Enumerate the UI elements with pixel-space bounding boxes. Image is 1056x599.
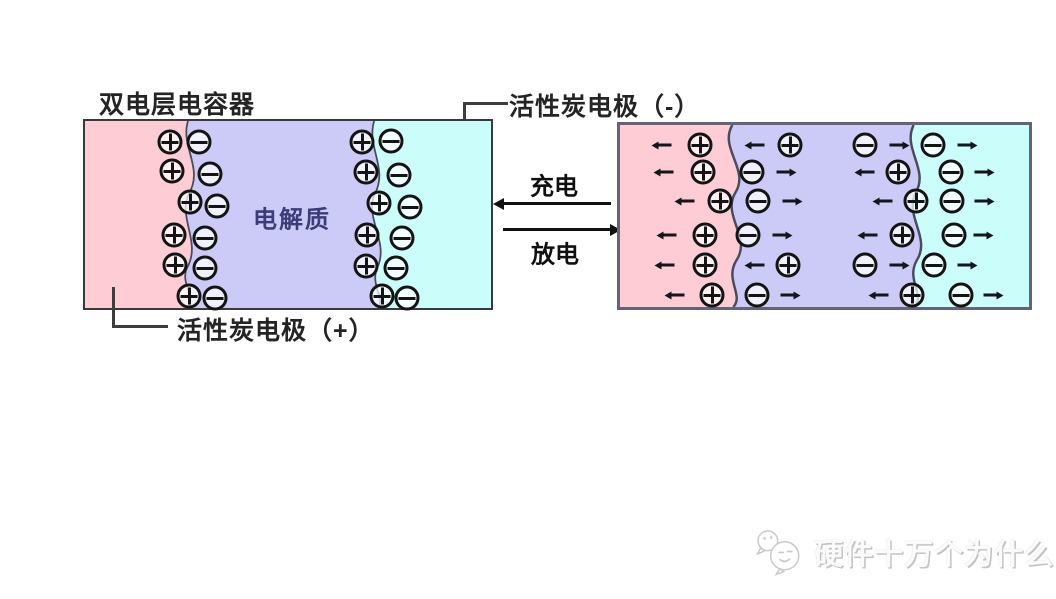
- negative-ion: [378, 128, 404, 154]
- left-boundary-wave-line: [727, 125, 743, 307]
- discharge-label: 放电: [531, 241, 579, 269]
- ion-motion-arrow-left-icon: [661, 263, 675, 267]
- ion-motion-arrow-left-icon: [864, 233, 878, 237]
- negative-ion: [197, 161, 223, 187]
- ion-motion-arrow-right-icon: [780, 293, 794, 297]
- ion-motion-arrow-left-icon: [875, 293, 889, 297]
- watermark: 硬件十万个为什么: [752, 527, 1054, 577]
- ion-motion-arrow-left-icon: [861, 170, 875, 174]
- negative-ion: [852, 132, 878, 158]
- positive-electrode-label: 活性炭电极（+）: [177, 317, 375, 345]
- positive-ion: [775, 252, 801, 278]
- negative-ion: [389, 225, 415, 251]
- ion-motion-arrow-right-icon: [974, 199, 988, 203]
- positive-electrode-callout-line-v: [112, 287, 115, 328]
- ion-motion-arrow-left-icon: [751, 143, 765, 147]
- ion-motion-arrow-right-icon: [889, 263, 903, 267]
- positive-ion: [692, 252, 718, 278]
- positive-ion: [354, 222, 380, 248]
- negative-ion: [744, 282, 770, 308]
- ion-motion-arrow-right-icon: [974, 170, 988, 174]
- positive-ion: [692, 222, 718, 248]
- negative-ion: [735, 222, 761, 248]
- positive-ion: [161, 222, 187, 248]
- left-diagram-ion-layer: [85, 121, 491, 311]
- positive-ion: [699, 282, 725, 308]
- ion-motion-arrow-left-icon: [671, 293, 685, 297]
- negative-ion: [948, 282, 974, 308]
- negative-ion: [397, 194, 423, 220]
- positive-ion: [369, 283, 395, 309]
- negative-ion: [386, 162, 412, 188]
- negative-ion: [939, 188, 965, 214]
- ion-motion-arrow-right-icon: [776, 170, 790, 174]
- positive-ion: [176, 283, 202, 309]
- negative-ion: [852, 252, 878, 278]
- discharge-arrow-right-icon: [503, 228, 611, 231]
- watermark-text: 硬件十万个为什么: [814, 539, 1055, 571]
- positive-ion: [707, 188, 733, 214]
- charge-arrow-left-icon: [503, 202, 611, 205]
- ion-motion-arrow-left-icon: [660, 170, 674, 174]
- wechat-logo-icon: [756, 530, 800, 576]
- ion-motion-arrow-right-icon: [782, 199, 796, 203]
- negative-ion: [941, 222, 967, 248]
- positive-ion: [690, 159, 716, 185]
- positive-ion: [353, 159, 379, 185]
- positive-ion: [159, 158, 185, 184]
- ion-motion-arrow-left-icon: [751, 263, 765, 267]
- negative-ion: [921, 252, 947, 278]
- ion-motion-arrow-left-icon: [663, 233, 677, 237]
- right-diagram-ion-layer: [620, 125, 1029, 308]
- negative-electrode-callout-line-h: [463, 102, 508, 105]
- negative-ion: [383, 255, 409, 281]
- ion-motion-arrow-left-icon: [681, 199, 695, 203]
- positive-ion: [157, 129, 183, 155]
- charge-label: 充电: [530, 173, 578, 201]
- positive-ion: [687, 132, 713, 158]
- positive-ion: [899, 282, 925, 308]
- ion-motion-arrow-right-icon: [772, 233, 786, 237]
- ion-motion-arrow-right-icon: [983, 293, 997, 297]
- positive-ion: [366, 190, 392, 216]
- negative-ion: [204, 193, 230, 219]
- negative-ion: [938, 159, 964, 185]
- negative-ion: [192, 255, 218, 281]
- negative-ion: [186, 129, 212, 155]
- positive-ion: [162, 252, 188, 278]
- positive-ion: [885, 159, 911, 185]
- electrolyte-label: 电解质: [253, 206, 331, 234]
- ion-motion-arrow-right-icon: [973, 233, 987, 237]
- negative-ion: [920, 132, 946, 158]
- charged-state-diagram: 电解质: [83, 119, 493, 311]
- negative-ion: [394, 285, 420, 311]
- ion-motion-arrow-left-icon: [658, 143, 672, 147]
- positive-ion: [903, 188, 929, 214]
- ion-motion-arrow-right-icon: [957, 143, 971, 147]
- negative-ion: [739, 159, 765, 185]
- ion-motion-arrow-left-icon: [879, 199, 893, 203]
- positive-ion: [353, 253, 379, 279]
- negative-ion: [192, 225, 218, 251]
- positive-ion: [177, 189, 203, 215]
- positive-ion: [777, 132, 803, 158]
- positive-electrode-callout-line-h: [112, 325, 168, 328]
- ion-motion-arrow-right-icon: [957, 263, 971, 267]
- title-double-layer-capacitor: 双电层电容器: [99, 91, 256, 119]
- negative-ion: [745, 188, 771, 214]
- ion-migration-diagram: [617, 122, 1032, 310]
- negative-electrode-label: 活性炭电极（-）: [509, 93, 701, 121]
- positive-ion: [349, 129, 375, 155]
- positive-ion: [889, 222, 915, 248]
- negative-ion: [202, 285, 228, 311]
- ion-motion-arrow-right-icon: [889, 143, 903, 147]
